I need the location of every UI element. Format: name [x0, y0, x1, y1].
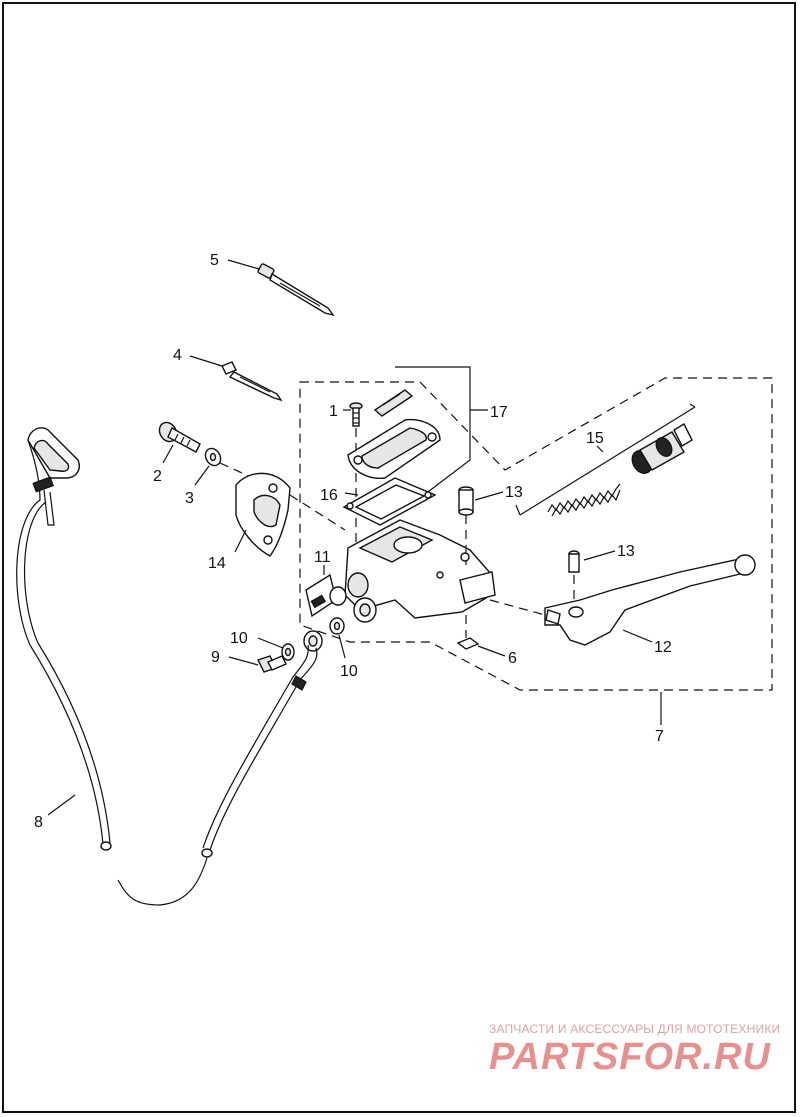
callout-13-upper: 13 — [505, 484, 523, 501]
bracket-17 — [395, 366, 471, 499]
callout-2: 2 — [153, 468, 162, 485]
callout-4: 4 — [173, 347, 182, 364]
leader-10-left — [257, 637, 284, 649]
retaining-clip-6 — [456, 637, 480, 650]
screw-2 — [158, 421, 201, 453]
leader-8 — [47, 794, 76, 816]
banjo-fitting — [303, 630, 323, 652]
cable-strap-5 — [257, 263, 335, 317]
lever-12 — [544, 554, 756, 646]
leader-6 — [477, 645, 506, 657]
callout-10-right: 10 — [340, 663, 358, 680]
callout-7: 7 — [655, 728, 664, 745]
callout-13-lower: 13 — [617, 543, 635, 560]
leader-3 — [194, 465, 210, 486]
callout-11: 11 — [314, 549, 331, 566]
watermark-tagline: ЗАПЧАСТИ И АКСЕССУАРЫ ДЛЯ МОТОТЕХНИКИ — [489, 1022, 781, 1036]
hydraulic-line-8 — [16, 427, 318, 906]
axis-line-lever — [489, 599, 546, 616]
pivot-pin-13-lower — [568, 550, 580, 573]
callout-16: 16 — [320, 487, 338, 504]
leader-14 — [234, 529, 247, 553]
washer-3 — [204, 447, 222, 467]
axis-line-clamp-body — [289, 494, 346, 531]
leader-9 — [228, 656, 259, 666]
pivot-pin-13-upper — [458, 486, 474, 516]
callout-12: 12 — [654, 639, 672, 656]
callout-17: 17 — [490, 404, 508, 421]
callout-10-left: 10 — [230, 630, 248, 647]
leader-4 — [189, 355, 223, 367]
leader-15 — [596, 445, 604, 453]
callout-6: 6 — [508, 650, 517, 667]
reservoir-cover — [347, 418, 441, 479]
gasket-16 — [342, 477, 437, 526]
sight-window-ring — [329, 586, 347, 606]
washer-10-left — [281, 643, 295, 661]
leader-13-upper — [474, 491, 504, 501]
callout-1: 1 — [329, 403, 338, 420]
cover-screw-1 — [349, 402, 363, 427]
bracket-15 — [519, 406, 696, 516]
callout-8: 8 — [34, 814, 43, 831]
assembly-7-boundary — [299, 377, 773, 691]
leader-2 — [162, 444, 174, 464]
watermark-logo: PARTSFOR.RU — [489, 1036, 771, 1078]
clamp-14 — [235, 472, 291, 557]
callout-15: 15 — [586, 430, 604, 447]
banjo-bolt-9 — [257, 655, 287, 673]
bracket-15-end-a — [515, 504, 521, 516]
leader-13-lower — [583, 550, 616, 561]
master-cylinder-body — [344, 519, 496, 623]
leader-10-right — [338, 634, 346, 659]
callout-14: 14 — [208, 555, 226, 572]
piston-15 — [631, 423, 693, 474]
cable-strap-4 — [221, 361, 283, 402]
callout-5: 5 — [210, 252, 219, 269]
leader-16 — [344, 492, 359, 496]
washer-10-right — [329, 617, 345, 635]
callout-9: 9 — [211, 649, 220, 666]
cover-gasket-strip — [373, 389, 414, 417]
bracket-15-end-b — [689, 403, 696, 408]
callout-3: 3 — [185, 490, 194, 507]
leader-12 — [622, 629, 653, 643]
leader-5 — [227, 259, 260, 270]
spring-15 — [547, 483, 621, 517]
